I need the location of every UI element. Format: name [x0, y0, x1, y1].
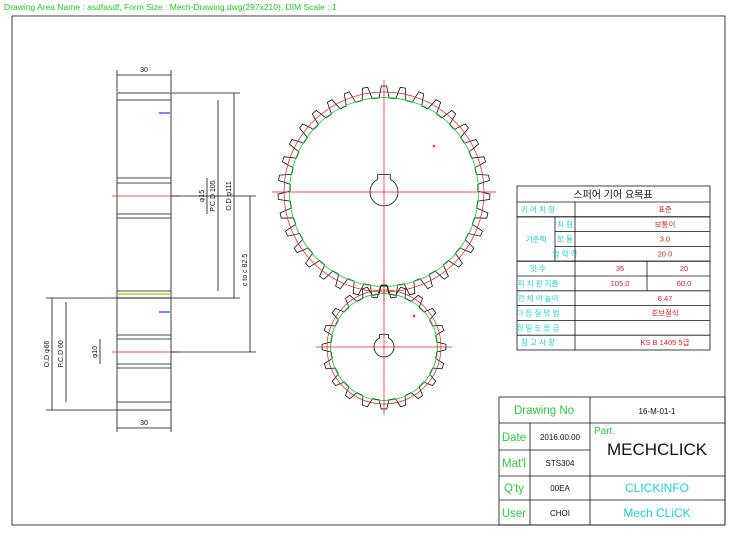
spec-row-label: 잇 수	[530, 263, 546, 273]
spec-row-value: 보통이	[655, 219, 676, 229]
pcd-small-dim: P.C.D 60	[58, 340, 65, 368]
spec-row-label: 전 체 이 높이	[518, 293, 559, 303]
small-gear	[316, 279, 452, 415]
spec-row-value: 6.47	[658, 294, 673, 303]
spec-table: 스퍼어 기어 요목표	[516, 185, 711, 351]
drawing-no-value: 16-M-01-1	[639, 407, 676, 416]
drawing-frame	[11, 15, 726, 526]
company-value: CLICKINFO	[625, 481, 689, 495]
spec-row-value: KS B 1405 5급	[640, 338, 689, 347]
spec-row: 잇 수 35 20	[517, 260, 710, 276]
user-value: CHOI	[550, 509, 570, 518]
spec-row-value: 표준	[658, 205, 672, 214]
spec-row-label: 치 형	[557, 220, 573, 229]
bottom-width-dim: 30	[140, 420, 148, 427]
spec-row: 치 형 보통이	[517, 216, 710, 232]
side-view: 30 30 φ15 P.C.D 105 O.D φ111 c to c 82.5…	[44, 67, 256, 432]
spec-row-label: 정 밀 도 등 급	[517, 322, 560, 332]
spec-row: 피 치 원 지름 105.0 60.0	[517, 275, 710, 291]
spec-row-label: 압 력 각	[553, 248, 578, 258]
gear-teeth-outline	[277, 85, 491, 299]
spec-row-value-large: 105.0	[611, 279, 630, 288]
spec-row: 모 듈 3.0	[554, 231, 710, 247]
spec-row-value: 3.0	[660, 235, 670, 244]
shaft-small-dim: φ10	[92, 346, 99, 358]
qty-label: Q'ty	[504, 483, 524, 495]
spec-row: 전 체 이 높이 6.47	[517, 290, 710, 306]
matl-value: STS304	[546, 459, 575, 468]
spec-row-value-small: 60.0	[677, 279, 692, 288]
bore-keyway	[369, 174, 399, 207]
spec-row: 기 어 치 형 표준	[521, 202, 672, 217]
title-block: Drawing No 16-M-01-1 Date 2016.00.00 Par…	[498, 396, 726, 526]
spec-row-value-small: 20	[680, 264, 688, 273]
spec-row: 다 듬 질 방 법 호브절삭	[517, 305, 710, 321]
spec-row-value: 20.0	[658, 249, 673, 258]
date-value: 2016.00.00	[540, 433, 581, 442]
spec-row-label: 다 듬 질 방 법	[517, 308, 560, 318]
spec-row: 참 고 사 항 KS B 1405 5급	[517, 334, 710, 350]
large-gear	[272, 80, 496, 304]
drawing-header: Drawing Area Name : asdfasdf, Form Size …	[4, 2, 337, 12]
top-width-dim: 30	[140, 67, 148, 74]
matl-label: Mat'l	[502, 458, 526, 470]
qty-value: 00EA	[550, 484, 570, 493]
date-label: Date	[502, 432, 526, 444]
gear-teeth-outline	[321, 284, 447, 410]
spec-row-value-large: 35	[616, 264, 624, 273]
spec-row-label: 참 고 사 항	[521, 337, 555, 347]
spec-row: 정 밀 도 등 급	[517, 319, 710, 336]
spec-table-title: 스퍼어 기어 요목표	[573, 189, 652, 201]
spec-row-label: 피 치 원 지름	[518, 279, 559, 288]
part-label: Part.	[594, 426, 615, 437]
spec-row: 압 력 각 20.0	[553, 245, 710, 262]
spec-row-label: 기 어 치 형	[521, 204, 555, 214]
bore-keyway	[373, 334, 395, 358]
part-value: MECHCLICK	[607, 440, 708, 459]
spec-row-label: 모 듈	[557, 235, 573, 244]
spec-group-label: 기준랙	[526, 234, 547, 244]
drawing-no-label: Drawing No	[514, 405, 574, 417]
spec-row-value: 호브절삭	[651, 308, 679, 318]
user-label: User	[502, 508, 526, 520]
brand-value: Mech CLiCK	[623, 506, 690, 520]
od-small-dim: O.D φ66	[44, 341, 51, 368]
center-distance-dim: c to c 82.5	[242, 254, 249, 286]
